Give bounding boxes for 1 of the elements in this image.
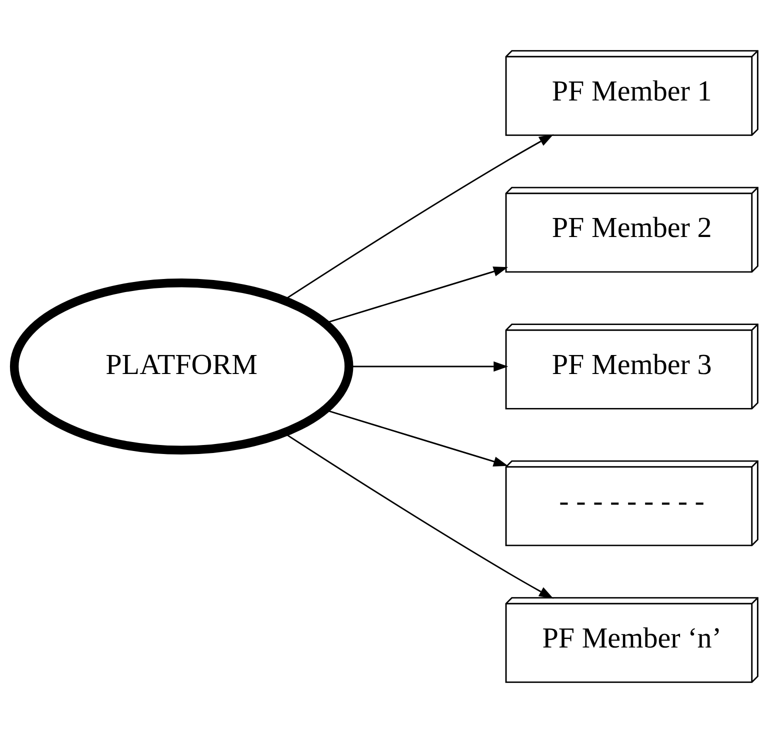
node-ellipse: PLATFORM [10,278,354,455]
